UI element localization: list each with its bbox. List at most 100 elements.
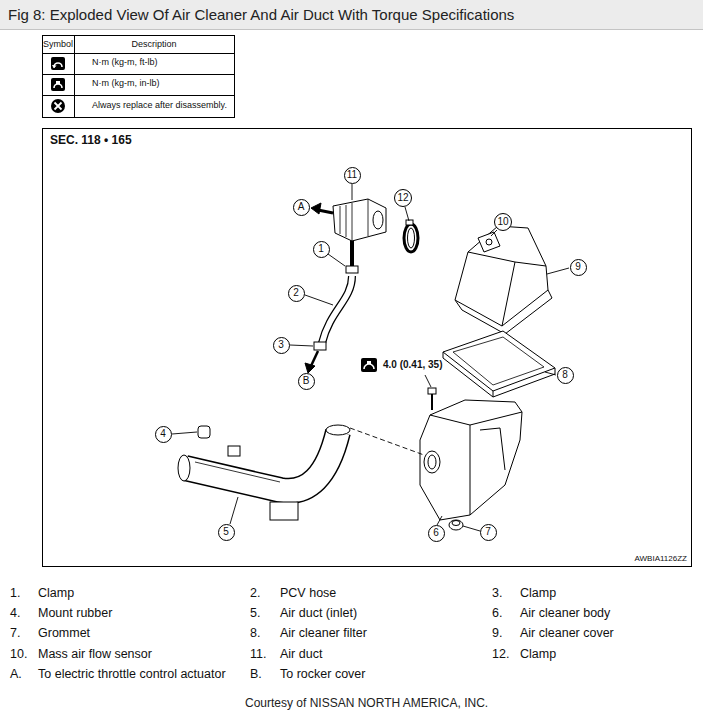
callout-circle: B: [298, 373, 315, 390]
leader-line: [405, 207, 409, 221]
torque-icon: [53, 65, 57, 68]
duct-ribs: [340, 199, 368, 241]
callout-number: 7: [481, 527, 496, 537]
callout-number: 1: [314, 244, 329, 254]
clamp: [314, 342, 326, 350]
callout-number: 12: [395, 193, 411, 203]
leader-line: [352, 184, 353, 200]
part-name: PCV hose: [280, 586, 336, 600]
part-number: B.: [250, 667, 262, 681]
legend-text: N·m (kg-m, in-lb): [92, 78, 160, 88]
torque-symbol: [51, 78, 65, 91]
part-number: 12.: [492, 647, 509, 661]
part-number: A.: [10, 667, 22, 681]
part-name: Mass air flow sensor: [38, 647, 152, 661]
air-cleaner-body: [420, 400, 522, 520]
table-rule: [43, 74, 235, 75]
callout-circle: 10: [494, 213, 512, 231]
duct-end: [178, 455, 190, 481]
cover-edge: [468, 252, 546, 326]
part-number: 5.: [250, 606, 260, 620]
section-number: SEC. 118 • 165: [50, 134, 132, 148]
callout-circle: 11: [344, 167, 361, 184]
clamp: [346, 266, 358, 273]
part-name: To rocker cover: [280, 667, 365, 681]
bolt-shaft: [431, 394, 433, 410]
replace-icon: [51, 99, 65, 113]
part-number: 7.: [10, 626, 20, 640]
torque-icon: [364, 364, 374, 369]
leader-line: [172, 432, 197, 434]
title-band: Fig 8: Exploded View Of Air Cleaner And …: [0, 0, 703, 30]
callout-circle: 2: [288, 285, 305, 302]
part-number: 10.: [10, 647, 27, 661]
part-name: Mount rubber: [38, 606, 112, 620]
air-duct: [333, 199, 386, 241]
callout-number: 10: [495, 217, 511, 227]
part-name: Clamp: [38, 586, 74, 600]
sensor-plug: [486, 239, 492, 245]
part-number: 11.: [250, 647, 266, 661]
callout-number: 4: [156, 429, 171, 439]
callout-circle: 4: [155, 426, 172, 443]
grommet: [449, 520, 463, 530]
callout-number: 5: [219, 527, 234, 537]
duct-post: [228, 446, 240, 456]
clamp-tab: [406, 220, 413, 225]
part-name: Clamp: [520, 586, 556, 600]
callout-circle: 9: [570, 259, 587, 276]
diagram-frame: SEC. 118 • 165AWBIA1126ZZ11A12109123B845…: [42, 128, 692, 567]
torque-symbol: [361, 358, 377, 372]
leader-line: [328, 254, 345, 266]
replace-icon: [55, 103, 62, 110]
callout-circle: A: [293, 199, 310, 216]
callout-number: 11: [345, 170, 360, 180]
duct-bracket: [270, 502, 298, 520]
air-cleaner-filter: [443, 331, 555, 391]
figure-title: Fig 8: Exploded View Of Air Cleaner And …: [8, 6, 514, 23]
callout-circle: 7: [480, 524, 497, 541]
part-number: 2.: [250, 586, 260, 600]
callout-circle: 3: [273, 337, 290, 354]
pcv-hose: [322, 276, 352, 343]
body-inlet: [424, 451, 440, 473]
leader-line: [545, 372, 556, 375]
callout-circle: 5: [218, 524, 235, 541]
callout-number: 9: [571, 262, 586, 272]
filter-edge: [493, 391, 494, 397]
part-name: Air cleaner cover: [520, 626, 614, 640]
replace-symbol: [51, 99, 65, 113]
legend-text: N·m (kg-m, ft-lb): [92, 57, 158, 67]
torque-icon: [56, 81, 60, 84]
clamp: [404, 224, 418, 252]
callout-number: 3: [274, 340, 289, 350]
part-name: Air duct: [280, 647, 322, 661]
leader-line: [425, 375, 431, 387]
callout-number: 2: [289, 288, 304, 298]
torque-icon: [367, 361, 371, 364]
torque-value: 4.0 (0.41, 35): [383, 359, 442, 371]
table-header: Description: [131, 39, 176, 49]
part-number: 1.: [10, 586, 20, 600]
table-border: [43, 36, 235, 118]
table-rule: [43, 95, 235, 96]
part-number: 9.: [492, 626, 502, 640]
leader-line: [305, 295, 333, 305]
air-duct-inlet: [185, 432, 338, 491]
bolt-head: [428, 388, 436, 394]
part-name: Grommet: [38, 626, 90, 640]
torque-icon: [54, 84, 62, 88]
arrow-head: [311, 203, 321, 214]
table-header: Symbol: [43, 39, 73, 49]
callout-number: 6: [429, 528, 444, 538]
clamp: [408, 228, 415, 248]
table-rule: [43, 53, 235, 54]
pcv-hose: [322, 276, 352, 343]
legend-text: Always replace after disassembly.: [92, 100, 227, 110]
duct-neck: [350, 240, 354, 266]
leader-line: [463, 526, 480, 531]
callout-circle: 1: [313, 241, 330, 258]
part-name: Air cleaner filter: [280, 626, 367, 640]
part-number: 4.: [10, 606, 20, 620]
